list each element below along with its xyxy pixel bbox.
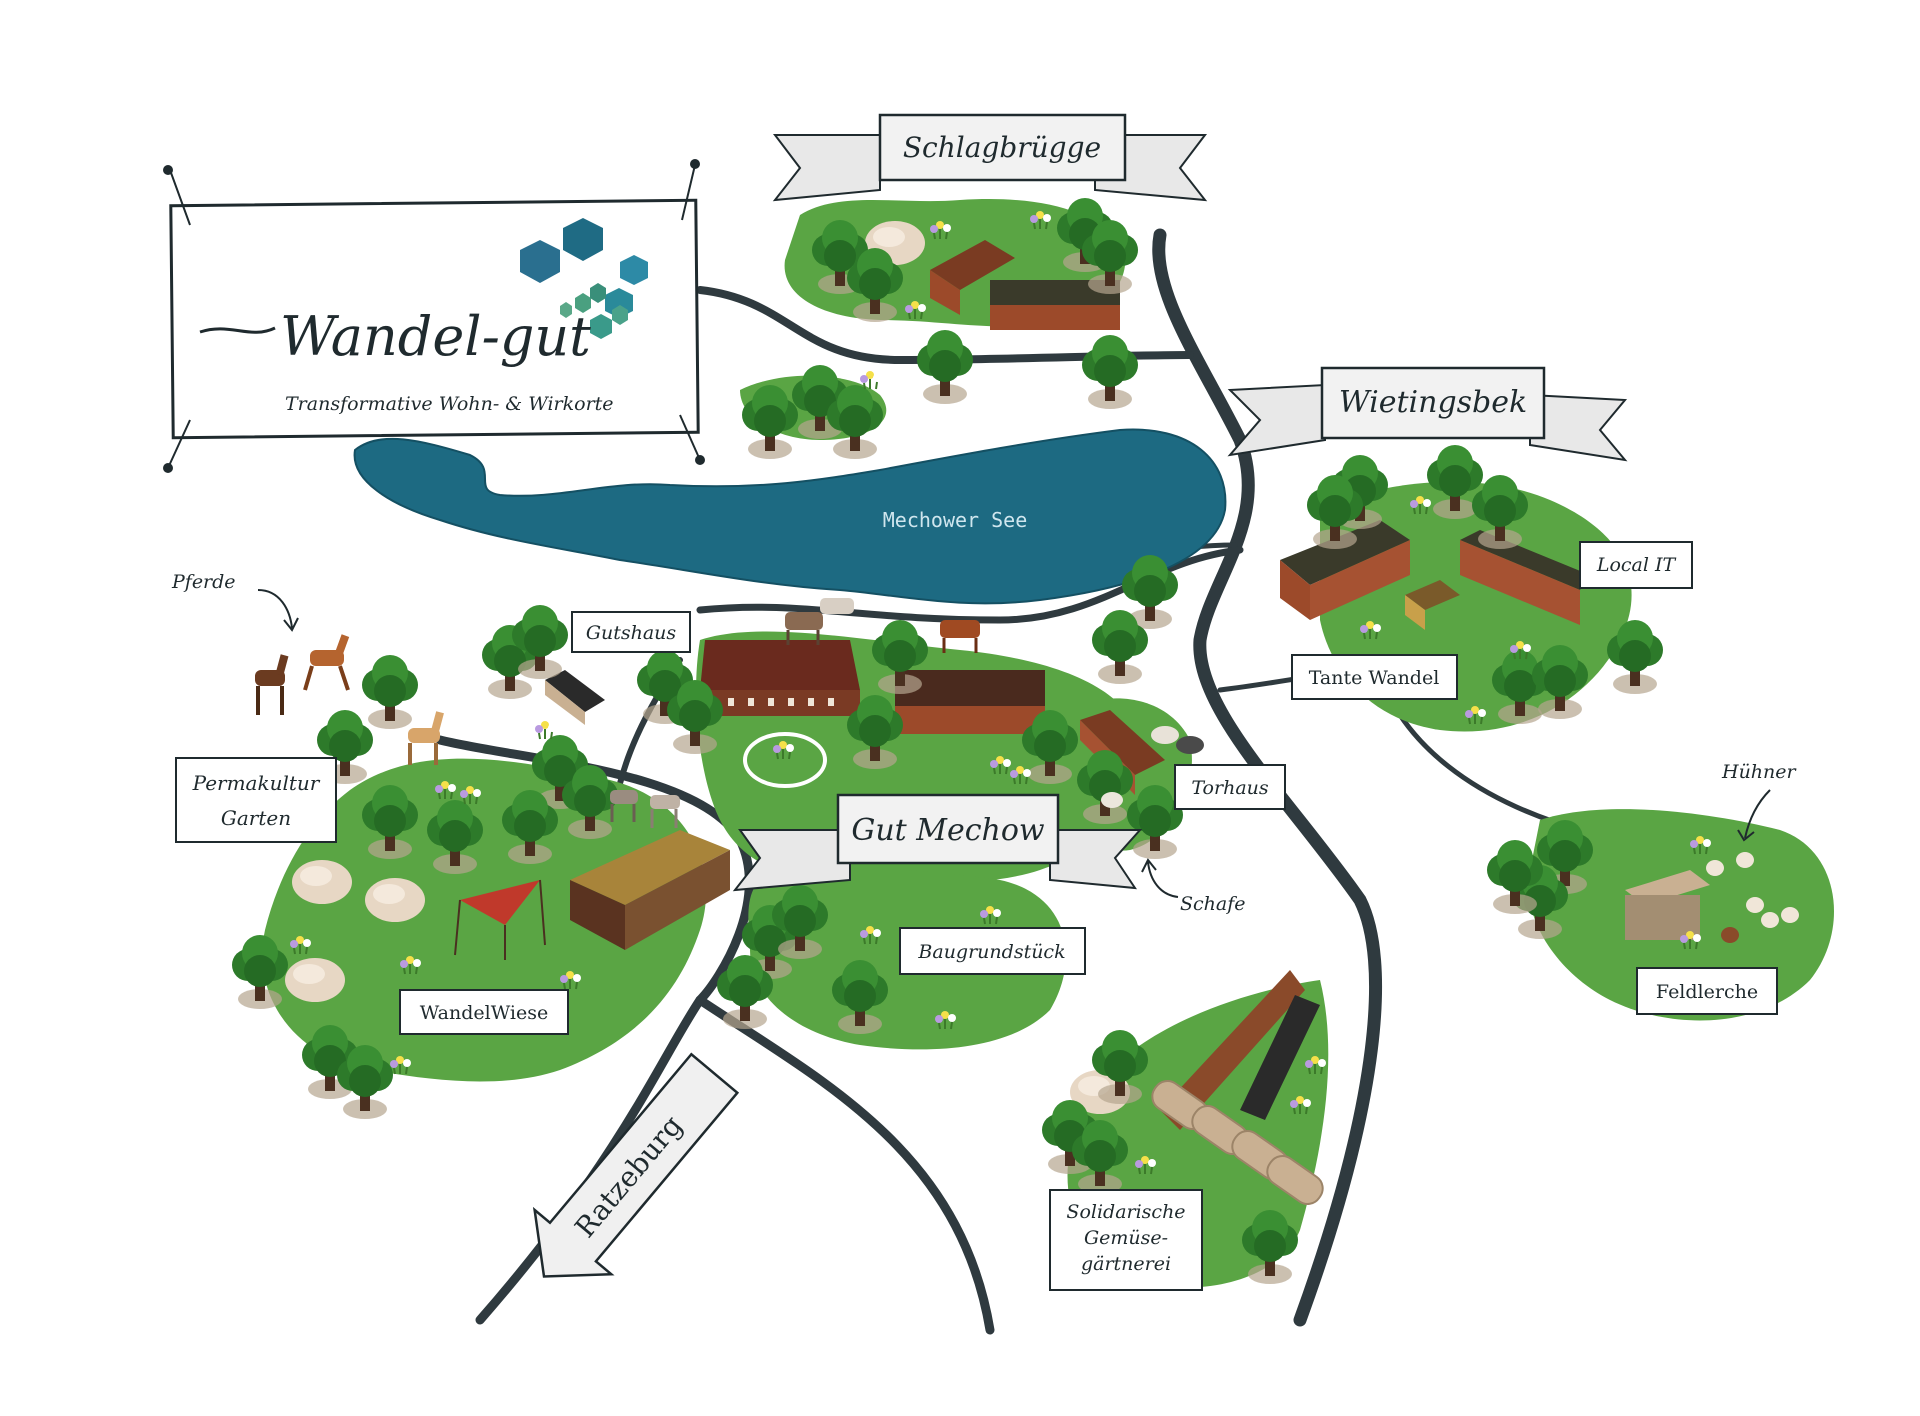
label-solawi-line2: Gemüse-: [1084, 1227, 1168, 1249]
logo-sign: Wandel-gut Transformative Wohn- & Wirkor…: [163, 159, 705, 473]
hexagon-logo-icon: [520, 218, 648, 339]
cow-icon: [940, 620, 980, 653]
main-road: [1152, 228, 1383, 1327]
logo-tagline: Transformative Wohn- & Wirkorte: [285, 393, 614, 415]
building-gutshaus: [700, 640, 860, 716]
pin-icon: [163, 165, 191, 226]
label-permakultur-line2: Garten: [221, 806, 291, 830]
solawi-fields: [1151, 970, 1324, 1205]
label-permakultur-line1: Permakultur: [192, 771, 321, 795]
label-torhaus-text: Torhaus: [1191, 777, 1269, 799]
building-wietingsbek-1: [1280, 520, 1410, 620]
lake-label: Mechower See: [883, 508, 1028, 532]
label-baugrundstueck-text: Baugrundstück: [917, 941, 1065, 963]
label-baugrundstueck: Baugrundstück: [899, 927, 1086, 975]
logo-title: Wandel-gut: [280, 305, 591, 368]
label-solawi-line3: gärtnerei: [1081, 1253, 1171, 1275]
pin-icon: [679, 414, 705, 465]
horse-icon: [303, 634, 350, 691]
label-wandelwiese: WandelWiese: [399, 989, 569, 1035]
annotation-pferde-text: Pferde: [171, 571, 236, 593]
banner-gut-mechow-label: Gut Mechow: [851, 813, 1045, 848]
label-wandelwiese-text: WandelWiese: [420, 1002, 548, 1024]
label-local-it-text: Local IT: [1596, 554, 1677, 576]
animals: [255, 598, 1799, 943]
building-wandelwiese-barn: [570, 830, 730, 950]
banner-schlagbruegge-label: Schlagbrügge: [903, 131, 1101, 164]
building-small-west: [545, 670, 605, 725]
label-tante-wandel-text: Tante Wandel: [1309, 667, 1440, 689]
pin-icon: [163, 419, 191, 473]
building-schlagbruegge-house: [990, 280, 1120, 330]
banner-wietingsbek-label: Wietingsbek: [1339, 385, 1527, 420]
cow-icon: [820, 598, 854, 614]
horse-icon: [255, 654, 289, 715]
sheep-icon: [1101, 726, 1204, 808]
sun-sail-poles: [454, 879, 546, 960]
banner-schlagbruegge: Schlagbrügge: [772, 113, 1208, 202]
label-gutshaus: Gutshaus: [571, 611, 691, 653]
ratzeburg-sign: Ratzeburg: [532, 1052, 740, 1278]
mechower-see-lake: [353, 428, 1227, 605]
building-schlagbruegge-barn: [930, 240, 1015, 315]
annotation-schafe-text: Schafe: [1180, 893, 1246, 915]
meadow-permakultur: [262, 758, 706, 1082]
label-torhaus: Torhaus: [1174, 764, 1286, 810]
label-feldlerche-text: Feldlerche: [1656, 981, 1758, 1003]
arrow-icon: [257, 589, 299, 632]
cow-icon: [785, 612, 823, 645]
donkey-icon: [650, 795, 680, 828]
label-gutshaus-text: Gutshaus: [586, 622, 677, 644]
label-permakultur-garten: Permakultur Garten: [175, 757, 337, 843]
label-tante-wandel: Tante Wandel: [1291, 654, 1458, 700]
label-solidarische-gemuesegaertnerei: Solidarische Gemüse- gärtnerei: [1049, 1189, 1203, 1291]
buildings: [545, 240, 1710, 950]
road-east-branch: [695, 995, 995, 1335]
label-local-it: Local IT: [1579, 541, 1693, 589]
donkey-icon: [610, 790, 638, 822]
logo-board: [169, 198, 700, 440]
annotation-huehner-text: Hühner: [1721, 761, 1798, 783]
annotation-huehner: Hühner: [1721, 761, 1798, 842]
logo-swash: [199, 326, 276, 334]
arrow-icon: [1737, 789, 1771, 842]
banner-gut-mechow: Gut Mechow: [732, 793, 1143, 892]
horse-icon: [408, 711, 444, 765]
label-solawi-line1: Solidarische: [1066, 1201, 1185, 1223]
label-feldlerche: Feldlerche: [1636, 967, 1778, 1015]
banner-wietingsbek: Wietingsbek: [1227, 366, 1628, 462]
chicken-icon: [1706, 852, 1799, 943]
sun-sail: [460, 880, 540, 925]
annotation-pferde: Pferde: [171, 571, 299, 632]
building-wietingsbek-small: [1405, 580, 1460, 630]
round-green: [743, 732, 827, 788]
arrow-icon: [1141, 858, 1179, 898]
pin-icon: [681, 159, 700, 221]
annotation-schafe: Schafe: [1141, 858, 1246, 915]
